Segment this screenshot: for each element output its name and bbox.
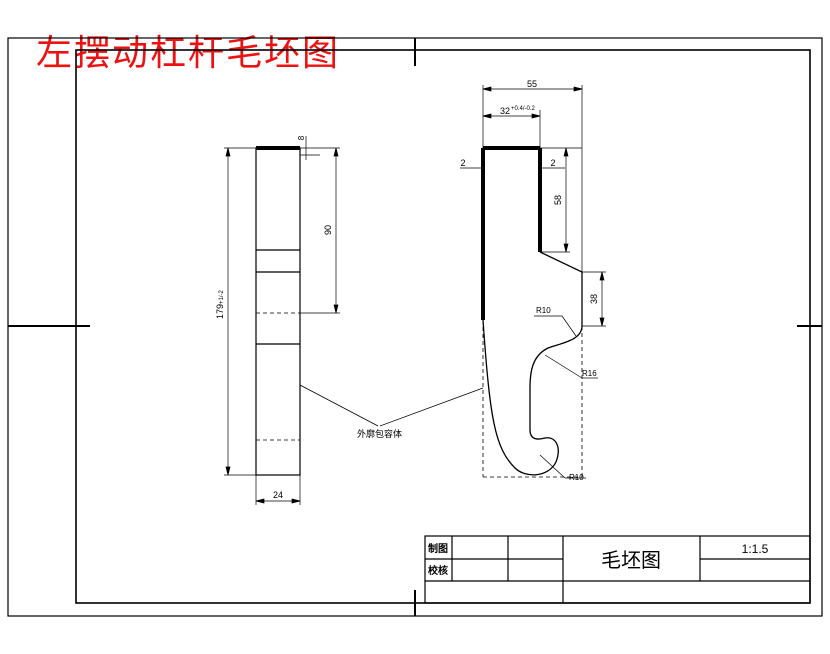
radius-bottom-label: R10 [569,473,584,482]
drawing-heading: 左摆动杠杆毛坯图 [36,33,341,74]
side-view-outline [255,147,301,476]
inner-frame [75,49,811,604]
drawn-by-label: 制图 [428,542,448,555]
dim-slot-tolerance: +0.4/-0.2 [511,106,536,112]
dim-left-wall: 2 [460,158,465,168]
drawing-scale: 1:1.5 [742,542,769,556]
dim-total-tolerance: +1/-2 [219,289,225,304]
dim-slot-width: 32 [500,106,510,116]
sheet-border [7,37,823,617]
dim-total-length: 179 [215,304,225,319]
drawing-name: 毛坯图 [601,548,661,572]
lever-profile [482,251,583,476]
dim-top-gap: 8 [297,135,306,140]
dim-upper-length: 90 [323,225,333,235]
dim-overall-width: 55 [527,79,537,89]
dim-slot-depth: 58 [553,195,563,205]
dim-tip-height: 38 [589,294,599,304]
radius-mid-label: R16 [582,369,597,378]
dim-right-wall: 2 [550,158,555,168]
title-block: 制图 校核 毛坯图 1:1.5 [424,535,811,604]
dim-width: 24 [273,490,283,500]
annotation-leaders [299,384,484,427]
front-view: 55 32 +0.4/-0.2 2 2 58 38 R10 R16 R10 [460,79,606,482]
annotation-envelope: 外廓包容体 [357,428,402,440]
checked-by-label: 校核 [428,564,448,577]
centring-marks [8,38,822,616]
side-view: 8 90 179 +1/-2 24 [215,135,340,505]
radius-top-label: R10 [536,306,551,315]
